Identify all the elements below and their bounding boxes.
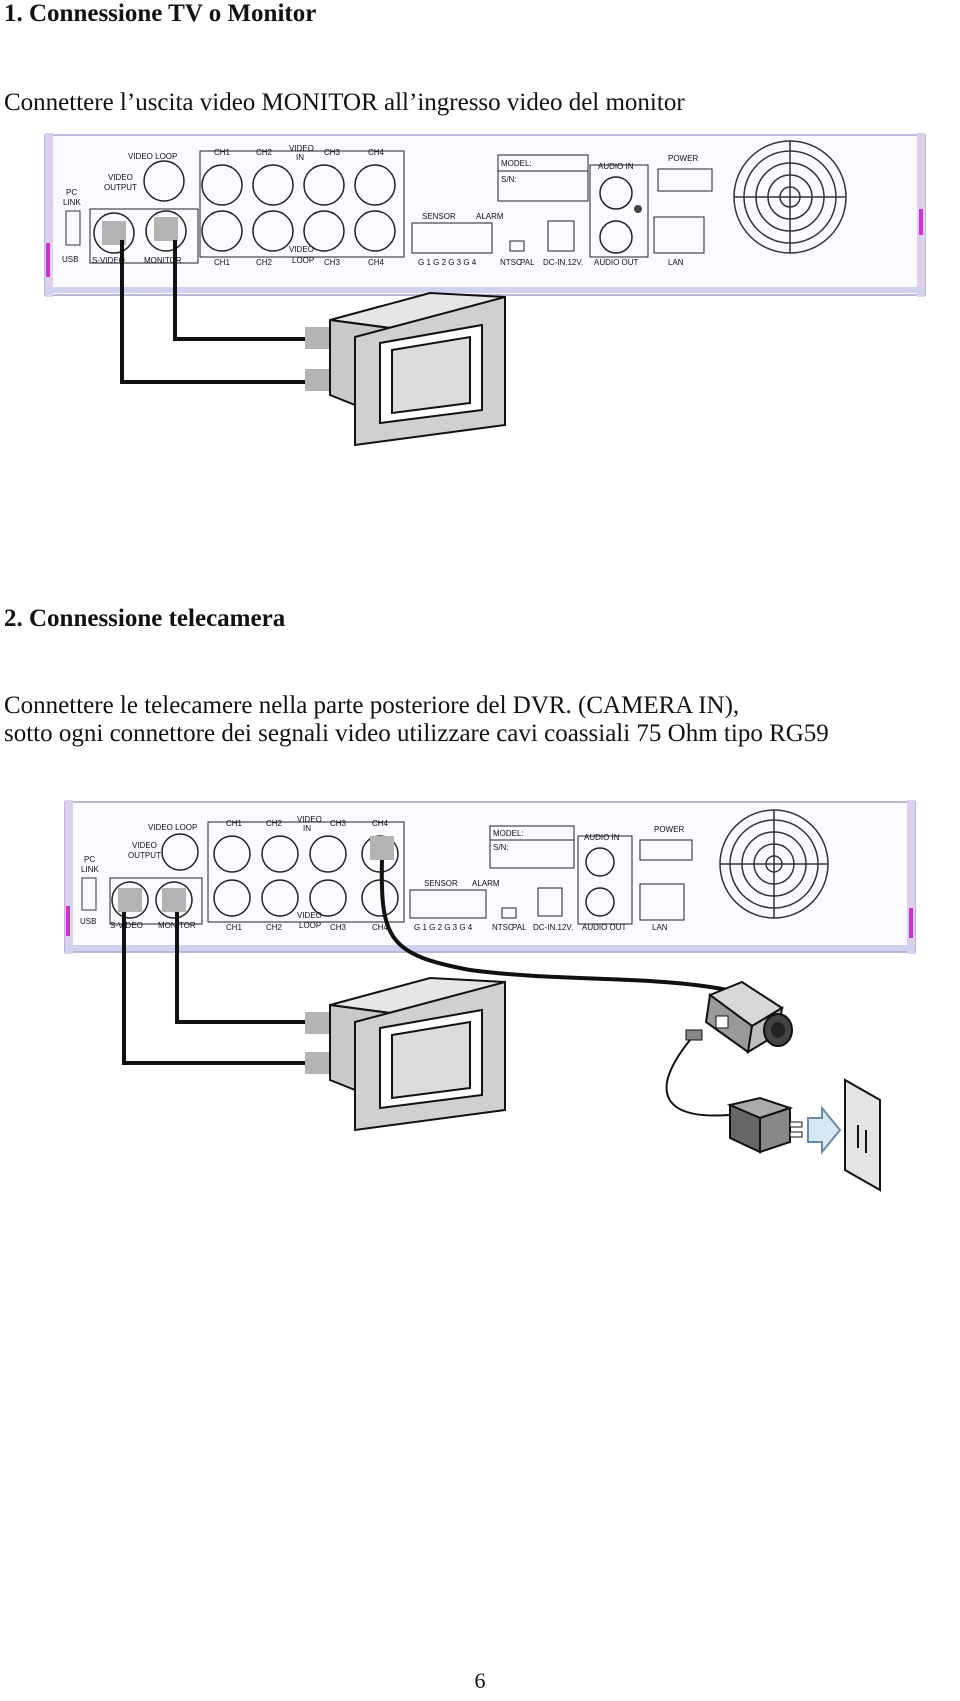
figure-camera-connection: PC LINK USB VIDEO LOOP VIDEO OUTPUT S-VI…: [64, 800, 916, 1192]
dvr-back-panel: PC LINK USB VIDEO LOOP VIDEO OUTPUT S-VI…: [44, 133, 926, 297]
s-video-label: S-VIDEO: [92, 256, 125, 265]
ch3-top-label: CH3: [324, 148, 341, 157]
dvr-back-panel-2: PC LINK USB VIDEO LOOP VIDEO OUTPUT S-VI…: [64, 800, 916, 954]
section1-text: Connettere l’uscita video MONITOR all’in…: [4, 89, 685, 116]
video-cables-2: [122, 859, 729, 1065]
sn-label-2: S/N:: [493, 843, 509, 852]
ch4-top-label-2: CH4: [372, 819, 389, 828]
audio-out-label-2: AUDIO OUT: [582, 923, 627, 932]
fan-grille: [733, 140, 847, 254]
section2-line2: sotto ogni connettore dei segnali video …: [4, 720, 829, 747]
ch1-bottom-label: CH1: [214, 258, 231, 267]
section1-heading: 1. Connessione TV o Monitor: [4, 0, 317, 27]
page-number: 6: [474, 1668, 486, 1693]
ch1-bottom-label-2: CH1: [226, 923, 243, 932]
video-loop-label: VIDEO LOOP: [128, 152, 177, 161]
audio-in-label-2: AUDIO IN: [584, 833, 620, 842]
link-label: LINK: [63, 198, 81, 207]
sn-label: S/N:: [501, 175, 517, 184]
video-output-label-2: OUTPUT: [104, 183, 137, 192]
lan-label: LAN: [668, 258, 684, 267]
dc-in-label: DC-IN.12V.: [543, 258, 583, 267]
arrow-icon: [807, 1105, 842, 1155]
fan-grille-2: [719, 809, 829, 919]
video-loop-bottom-label: VIDEO: [289, 245, 314, 254]
ch2-top-label-2: CH2: [266, 819, 283, 828]
power-label-2: POWER: [654, 825, 684, 834]
ch2-bottom-label-2: CH2: [266, 923, 283, 932]
lan-label-2: LAN: [652, 923, 668, 932]
pc-label: PC: [66, 188, 77, 197]
model-label-2: MODEL:: [493, 829, 524, 838]
dc-in-label-2: DC-IN.12V.: [533, 923, 573, 932]
usb-label: USB: [62, 255, 78, 264]
sensor-label: SENSOR: [422, 212, 456, 221]
video-loop-bottom-label-3: VIDEO: [297, 911, 322, 920]
section2-line1: Connettere le telecamere nella parte pos…: [4, 692, 740, 719]
figure-monitor-connection: PC LINK USB VIDEO LOOP VIDEO OUTPUT S-VI…: [44, 133, 926, 447]
pc-label-2: PC: [84, 855, 95, 864]
ntsc-label-2: NTSC: [492, 923, 514, 932]
ch4-top-label: CH4: [368, 148, 385, 157]
monitor-label: MONITOR: [144, 256, 182, 265]
ntsc-label: NTSC: [500, 258, 522, 267]
s-video-label-2: S-VIDEO: [110, 921, 143, 930]
video-cables: [120, 240, 305, 384]
video-loop-label-2: VIDEO LOOP: [148, 823, 197, 832]
ch2-bottom-label: CH2: [256, 258, 273, 267]
ch3-top-label-2: CH3: [330, 819, 347, 828]
video-output-label: VIDEO: [108, 173, 133, 182]
video-in-label-4: IN: [303, 824, 311, 833]
video-in-label-3: VIDEO: [297, 815, 322, 824]
ch2-top-label: CH2: [256, 148, 273, 157]
audio-in-label: AUDIO IN: [598, 162, 634, 171]
ch3-bottom-label-2: CH3: [330, 923, 347, 932]
ch1-top-label: CH1: [214, 148, 231, 157]
audio-out-label: AUDIO OUT: [594, 258, 639, 267]
video-in-label-2: IN: [296, 153, 304, 162]
video-output-label-3: VIDEO: [132, 841, 157, 850]
alarm-label-2: ALARM: [472, 879, 500, 888]
sensor-pins-label: G 1 G 2 G 3 G 4: [418, 258, 477, 267]
ch4-bottom-label-2: CH4: [372, 923, 389, 932]
ch4-bottom-label: CH4: [368, 258, 385, 267]
wall-outlet-illustration: [844, 1078, 881, 1192]
video-loop-bottom-label-2: LOOP: [292, 256, 314, 265]
camera-illustration: [665, 980, 793, 1117]
pal-label-2: PAL: [512, 923, 527, 932]
sensor-pins-label-2: G 1 G 2 G 3 G 4: [414, 923, 473, 932]
monitor-illustration-2: [305, 976, 506, 1132]
sensor-label-2: SENSOR: [424, 879, 458, 888]
link-label-2: LINK: [81, 865, 99, 874]
model-label: MODEL:: [501, 159, 532, 168]
pal-label: PAL: [520, 258, 535, 267]
power-adapter-illustration: [726, 1096, 803, 1154]
video-output-label-4: OUTPUT: [128, 851, 161, 860]
video-in-label: VIDEO: [289, 144, 314, 153]
video-loop-bottom-label-4: LOOP: [299, 921, 321, 930]
monitor-illustration: [305, 291, 506, 447]
usb-label-2: USB: [80, 917, 96, 926]
alarm-label: ALARM: [476, 212, 504, 221]
ch1-top-label-2: CH1: [226, 819, 243, 828]
section2-heading: 2. Connessione telecamera: [4, 605, 286, 632]
power-label: POWER: [668, 154, 698, 163]
ch3-bottom-label: CH3: [324, 258, 341, 267]
